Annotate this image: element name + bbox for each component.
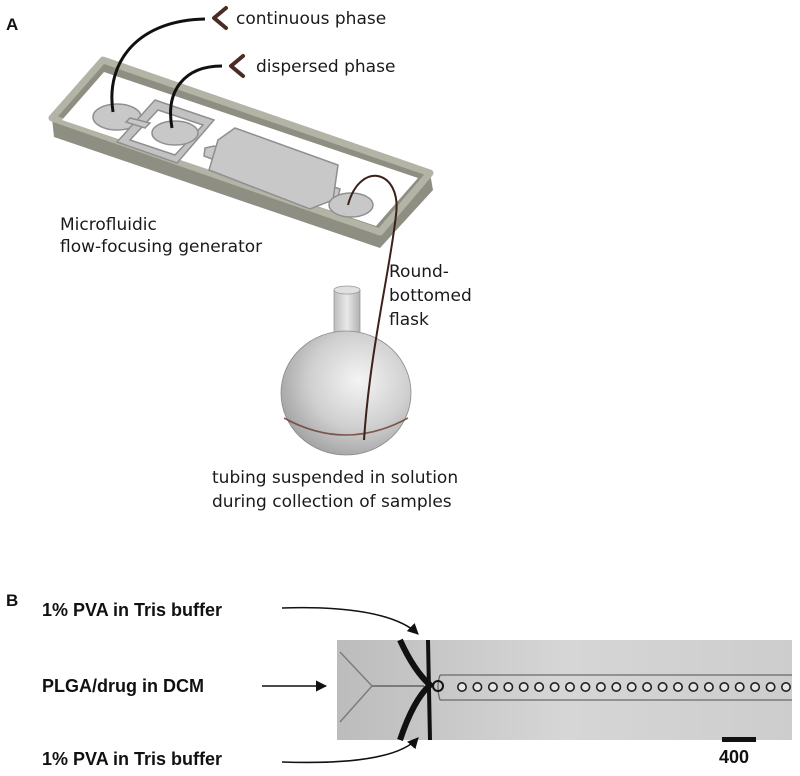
droplet xyxy=(611,681,622,692)
tubing-label-line2: during collection of samples xyxy=(212,492,452,512)
droplet xyxy=(750,681,761,692)
panel-b-letter: B xyxy=(6,591,18,610)
collection-tubing xyxy=(347,174,398,441)
droplet xyxy=(765,681,776,692)
top-pva-label: 1% PVA in Tris buffer xyxy=(42,600,222,620)
droplet xyxy=(780,681,791,692)
scale-bar-label: 400 xyxy=(719,747,749,767)
droplet xyxy=(518,681,529,692)
droplet xyxy=(719,681,730,692)
flask-label-line2: bottomed xyxy=(389,286,472,306)
dispersed-phase-arrow-icon xyxy=(229,54,245,78)
top-pva-arrow xyxy=(281,606,419,635)
dispersed-phase-tube xyxy=(169,64,223,129)
droplet xyxy=(642,681,653,692)
droplet xyxy=(672,681,683,692)
droplet xyxy=(456,681,467,692)
flask-label-line1: Round- xyxy=(389,262,449,282)
bottom-pva-label: 1% PVA in Tris buffer xyxy=(42,749,222,769)
droplet xyxy=(657,681,668,692)
droplet xyxy=(595,681,606,692)
droplet xyxy=(503,681,514,692)
micrograph xyxy=(337,638,792,741)
droplet xyxy=(688,681,699,692)
droplet xyxy=(487,681,498,692)
round-bottom-flask xyxy=(280,285,412,456)
droplet xyxy=(534,681,545,692)
device-label-line2: flow-focusing generator xyxy=(60,237,262,257)
droplet xyxy=(734,681,745,692)
scale-bar xyxy=(722,737,756,742)
tubing-label-line1: tubing suspended in solution xyxy=(212,468,458,488)
droplet xyxy=(564,681,575,692)
microfluidic-chip xyxy=(92,99,374,218)
continuous-phase-tube xyxy=(110,17,206,113)
dispersed-phase-label: dispersed phase xyxy=(256,57,395,77)
panel-a-letter: A xyxy=(6,15,18,34)
bottom-pva-arrow xyxy=(281,737,419,764)
droplet xyxy=(549,681,560,692)
continuous-phase-arrow-icon xyxy=(212,6,228,30)
continuous-phase-label: continuous phase xyxy=(236,9,386,29)
droplet xyxy=(580,681,591,692)
device-label-line1: Microfluidic xyxy=(60,215,157,235)
droplet xyxy=(472,681,483,692)
dispersed-phase-label-b: PLGA/drug in DCM xyxy=(42,676,204,696)
droplet xyxy=(703,681,714,692)
droplet xyxy=(626,681,637,692)
flask-label-line3: flask xyxy=(389,310,429,330)
droplet-train xyxy=(456,681,791,692)
